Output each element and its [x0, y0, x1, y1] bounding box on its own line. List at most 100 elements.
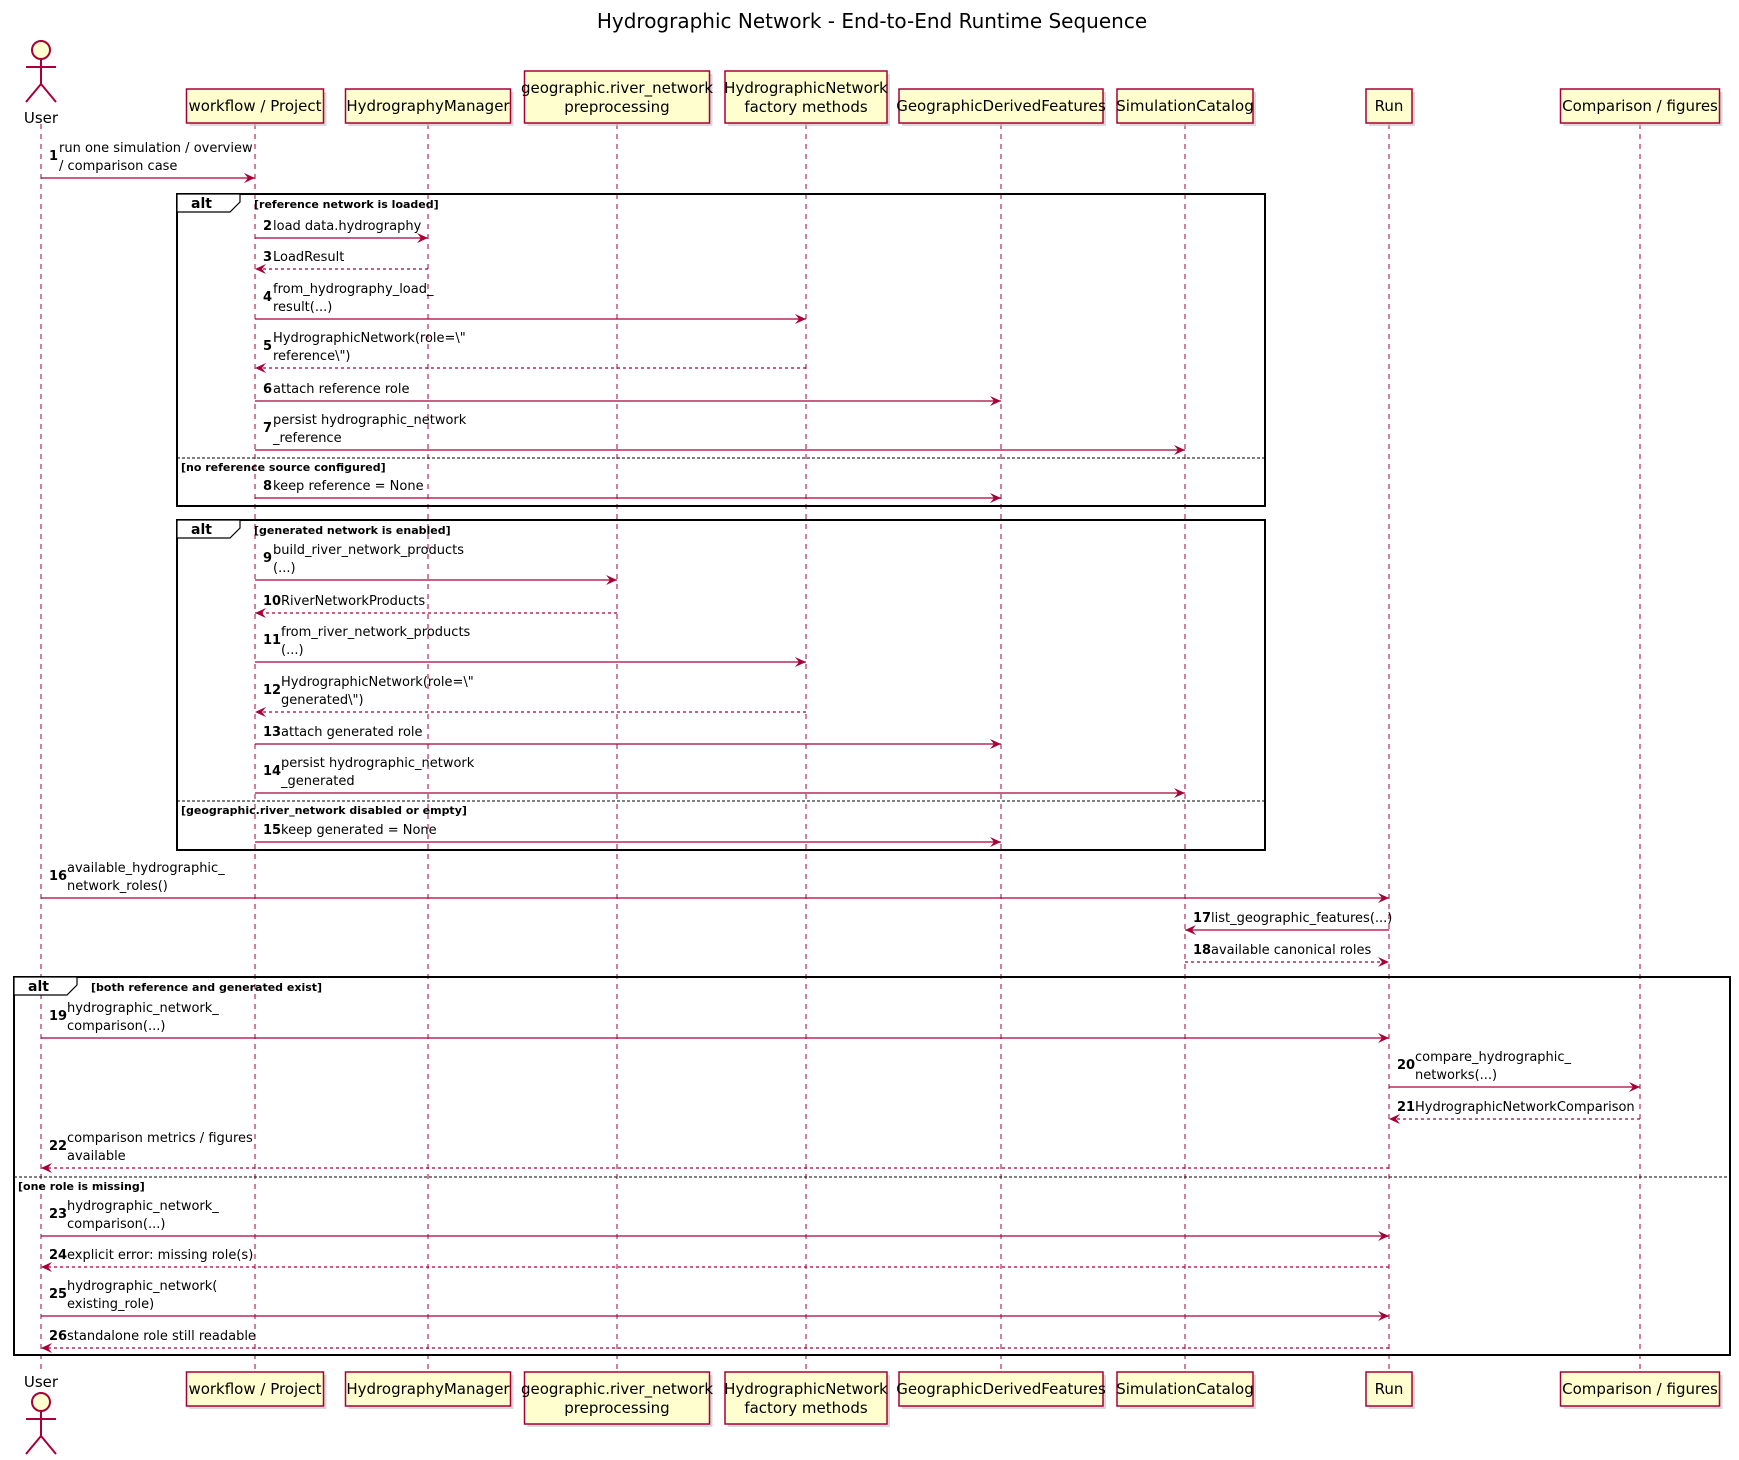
- participant-label: Run: [1375, 97, 1404, 115]
- message-number: 11: [263, 633, 281, 648]
- message-number: 18: [1193, 943, 1211, 958]
- participant-label: geographic.river_network: [521, 1380, 713, 1399]
- fragment-keyword: alt: [191, 196, 212, 212]
- participant-box: [344, 88, 512, 124]
- message-label: existing_role): [67, 1297, 154, 1312]
- participant-box: [724, 1371, 888, 1425]
- message-number: 3: [263, 250, 272, 265]
- participant-box: [523, 70, 711, 124]
- message-label: keep generated = None: [281, 823, 437, 838]
- message-number: 13: [263, 725, 281, 740]
- message-label: _reference: [272, 431, 342, 446]
- message-number: 25: [49, 1287, 67, 1302]
- participant-box: [898, 88, 1104, 124]
- message-label: HydrographicNetwork(role=\": [273, 331, 466, 346]
- participant-label: workflow / Project: [188, 97, 321, 115]
- message-number: 26: [49, 1329, 67, 1344]
- participant-label: GeographicDerivedFeatures: [896, 1380, 1106, 1398]
- participant-label: factory methods: [744, 1399, 868, 1417]
- actor-icon: [25, 40, 57, 103]
- message-label: available canonical roles: [1211, 943, 1371, 958]
- participant-box: [1559, 88, 1721, 124]
- participant-box: [185, 1371, 325, 1407]
- fragment-guard: [both reference and generated exist]: [91, 981, 322, 994]
- message-number: 8: [263, 479, 272, 494]
- message-12: 12HydrographicNetwork(role=\"generated\"…: [255, 675, 806, 717]
- participant-box: [344, 1371, 512, 1407]
- message-label: comparison metrics / figures: [67, 1131, 253, 1146]
- participant-run: Run: [1365, 1371, 1415, 1409]
- fragment-guard: [generated network is enabled]: [254, 524, 451, 537]
- participant-label: Comparison / figures: [1562, 97, 1718, 115]
- participant-box: [1365, 1371, 1413, 1407]
- participant-label: HydrographyManager: [346, 1380, 510, 1398]
- message-label: comparison(...): [67, 1019, 165, 1034]
- participant-label: SimulationCatalog: [1116, 1380, 1254, 1398]
- message-label: (...): [281, 643, 304, 658]
- message-label: (...): [273, 561, 296, 576]
- combined-fragments: alt[reference network is loaded][no refe…: [13, 193, 1731, 1356]
- message-label: standalone role still readable: [67, 1329, 256, 1344]
- participant-label: User: [24, 109, 59, 127]
- message-number: 2: [263, 219, 272, 234]
- participant-label: User: [24, 1373, 59, 1391]
- message-number: 12: [263, 683, 281, 698]
- participant-box: [1559, 1371, 1721, 1407]
- participant-run: Run: [1365, 88, 1415, 126]
- message-label: reference\"): [273, 349, 351, 364]
- participant-box: [1116, 1371, 1254, 1407]
- message-number: 15: [263, 823, 281, 838]
- message-number: 1: [49, 149, 58, 164]
- message-label: hydrographic_network_: [67, 1199, 219, 1214]
- participant-box: [724, 70, 888, 124]
- message-number: 22: [49, 1139, 67, 1154]
- actor-icon: [25, 1392, 57, 1455]
- participant-label: Comparison / figures: [1562, 1380, 1718, 1398]
- message-label: from_river_network_products: [281, 625, 471, 640]
- message-number: 16: [49, 869, 67, 884]
- diagram-title: Hydrographic Network - End-to-End Runtim…: [597, 9, 1147, 33]
- message-label: attach generated role: [281, 725, 423, 740]
- alt-fragment: alt[reference network is loaded][no refe…: [176, 193, 1266, 507]
- message-label: explicit error: missing role(s): [67, 1248, 253, 1263]
- participant-label: factory methods: [744, 98, 868, 116]
- message-label: keep reference = None: [273, 479, 424, 494]
- message-number: 9: [263, 551, 272, 566]
- message-label: persist hydrographic_network: [273, 413, 467, 428]
- participant-user: User: [24, 1373, 59, 1455]
- message-number: 6: [263, 382, 272, 397]
- fragment-else-guard: [no reference source configured]: [181, 461, 386, 474]
- message-number: 4: [263, 290, 272, 305]
- message-label: HydrographicNetwork(role=\": [281, 675, 474, 690]
- participant-hydromgr: HydrographyManager: [344, 1371, 514, 1409]
- message-label: _generated: [280, 774, 355, 789]
- participant-workflow: workflow / Project: [185, 88, 327, 126]
- message-number: 14: [263, 764, 281, 779]
- participant-label: HydrographicNetwork: [724, 1380, 888, 1398]
- participant-label: HydrographicNetwork: [724, 79, 888, 97]
- message-label: build_river_network_products: [273, 543, 464, 558]
- message-label: load data.hydrography: [273, 219, 422, 234]
- participant-gdf: GeographicDerivedFeatures: [896, 88, 1106, 126]
- message-label: from_hydrography_load_: [273, 282, 434, 297]
- participant-label: HydrographyManager: [346, 97, 510, 115]
- message-label: LoadResult: [273, 250, 344, 265]
- alt-fragment: alt[generated network is enabled][geogra…: [176, 519, 1266, 851]
